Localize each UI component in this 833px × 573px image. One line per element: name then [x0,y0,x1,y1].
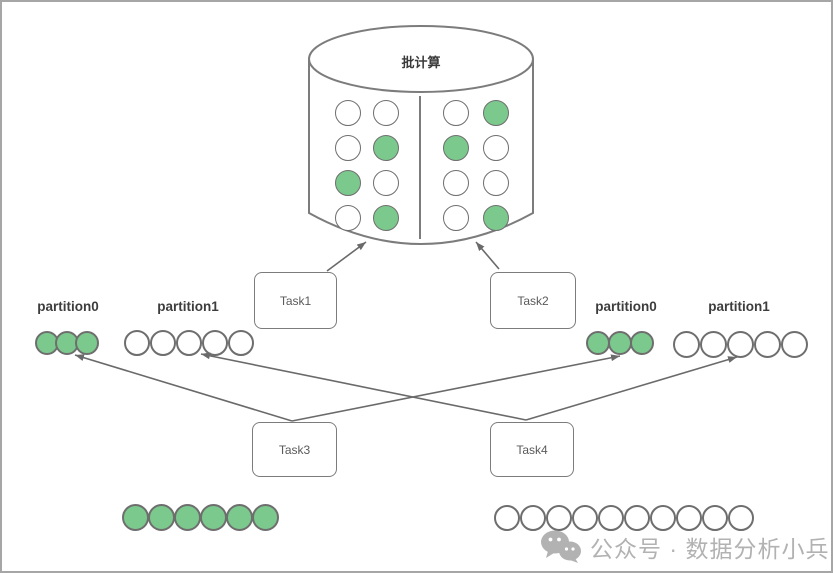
cylinder-title: 批计算 [401,55,441,70]
cylinder-left-grid [335,100,399,231]
white-circle [443,100,469,126]
partition0-row-right [586,331,654,355]
white-circle [335,205,361,231]
arrow-task3-to-left-partition0 [74,354,293,422]
white-circle [443,205,469,231]
task1-box: Task1 [254,272,337,329]
green-circle [373,135,399,161]
arrow-task3-to-right-partition0 [291,354,621,422]
green-circle [122,504,149,531]
green-circle [586,331,610,355]
partition1-row-left [124,330,254,356]
white-circle [676,505,702,531]
white-circle [443,170,469,196]
task2-box: Task2 [490,272,576,329]
white-circle [727,331,754,358]
task1-label: Task1 [279,293,312,308]
white-circle [124,330,150,356]
arrow-task2-to-cylinder [475,241,500,270]
white-circle [754,331,781,358]
wechat-icon [541,530,581,563]
white-circle [202,330,228,356]
record-row-white [494,505,754,531]
arrow-task4-to-left-partition1 [200,352,527,421]
white-circle [546,505,572,531]
cylinder-right-grid [443,100,509,231]
task3-box: Task3 [252,422,337,477]
green-circle [148,504,175,531]
green-circle [335,170,361,196]
white-circle [598,505,624,531]
white-circle [335,100,361,126]
white-circle [702,505,728,531]
white-circle [700,331,727,358]
white-circle [520,505,546,531]
green-circle [483,100,509,126]
arrow-task4-to-right-partition1 [525,356,738,421]
white-circle [483,135,509,161]
white-circle [624,505,650,531]
task4-box: Task4 [490,422,574,477]
record-row-green [122,504,279,531]
partition0-label-right: partition0 [595,299,657,314]
white-circle [373,100,399,126]
white-circle [572,505,598,531]
partition1-label-right: partition1 [708,299,770,314]
partition0-row-left [35,331,99,355]
green-circle [443,135,469,161]
white-circle [150,330,176,356]
white-circle [781,331,808,358]
arrow-task1-to-cylinder [326,241,367,272]
partition1-label-left: partition1 [157,299,219,314]
white-circle [373,170,399,196]
white-circle [483,170,509,196]
white-circle [335,135,361,161]
green-circle [226,504,253,531]
green-circle [200,504,227,531]
white-circle [176,330,202,356]
task2-label: Task2 [517,293,549,308]
green-circle [483,205,509,231]
white-circle [673,331,700,358]
green-circle [373,205,399,231]
watermark-text: 公众号 · 数据分析小兵 [590,535,830,562]
task4-label: Task4 [516,442,548,457]
white-circle [494,505,520,531]
green-circle [174,504,201,531]
white-circle [728,505,754,531]
green-circle [75,331,99,355]
partition0-label-left: partition0 [37,299,99,314]
white-circle [228,330,254,356]
green-circle [252,504,279,531]
white-circle [650,505,676,531]
partition1-row-right [673,331,808,358]
green-circle [630,331,654,355]
green-circle [608,331,632,355]
task3-label: Task3 [278,442,311,457]
watermark: 公众号 · 数据分析小兵 [540,529,829,564]
